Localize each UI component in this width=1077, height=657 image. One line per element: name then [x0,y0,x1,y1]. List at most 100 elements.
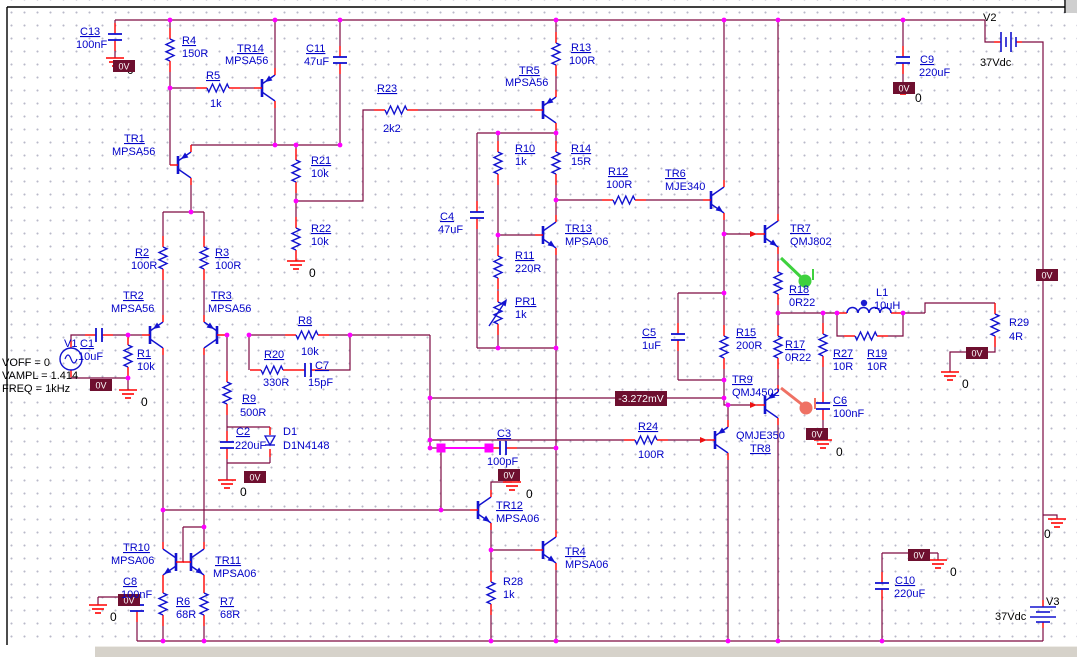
component-TR9[interactable] [757,385,779,425]
value-label[interactable]: 37Vdc [980,57,1012,69]
component-C1[interactable] [85,328,113,342]
refdes-label[interactable]: TR12 [496,500,523,512]
value-label[interactable]: MJE340 [665,181,705,193]
component-TR12[interactable] [470,490,492,530]
bias-voltage-box[interactable] [966,347,988,359]
value-label[interactable]: QMJ802 [790,236,832,248]
value-label[interactable]: QMJ4502 [732,387,780,399]
refdes-label[interactable]: R22 [311,223,331,235]
value-label[interactable]: MPSA06 [565,559,608,571]
component-TR2[interactable] [142,315,164,355]
value-label[interactable]: D1N4148 [283,440,329,452]
refdes-label[interactable]: TR13 [565,223,592,235]
value-label[interactable]: 100R [638,449,664,461]
refdes-label[interactable]: R23 [377,83,397,95]
value-label[interactable]: 220uF [919,67,950,79]
value-label[interactable]: MPSA56 [112,146,155,158]
value-label[interactable]: MPSA56 [208,303,251,315]
value-label[interactable]: 1k [503,589,515,601]
wire[interactable] [1043,514,1058,519]
refdes-label[interactable]: TR9 [732,374,753,386]
ground-symbol[interactable] [814,439,832,449]
component-V3[interactable] [1030,600,1056,628]
refdes-label[interactable]: R12 [608,166,628,178]
refdes-label[interactable]: C11 [306,43,325,55]
refdes-label[interactable]: R15 [736,327,756,339]
refdes-label[interactable]: C1 [80,338,94,350]
refdes-label[interactable]: C4 [440,211,454,223]
value-label[interactable]: MPSA06 [111,555,154,567]
value-label[interactable]: D1 [283,426,297,438]
refdes-label[interactable]: TR5 [519,65,540,77]
value-label[interactable]: 100R [606,179,632,191]
refdes-label[interactable]: TR1 [124,133,145,145]
value-label[interactable]: 10k [311,168,329,180]
value-label[interactable]: 2k2 [383,123,401,135]
value-label[interactable]: R28 [503,576,523,588]
refdes-label[interactable]: R10 [515,143,535,155]
refdes-label[interactable]: R2 [135,247,149,259]
refdes-label[interactable]: C9 [920,54,934,66]
value-label[interactable]: 4R [1009,331,1023,343]
value-label[interactable]: 500R [240,407,266,419]
value-label[interactable]: 100R [569,55,595,67]
value-label[interactable]: MPSA56 [111,303,154,315]
refdes-label[interactable]: R20 [264,349,284,361]
refdes-label[interactable]: C3 [497,428,511,440]
refdes-label[interactable]: C13 [80,26,100,38]
bias-voltage-box[interactable] [113,60,135,72]
component-TR13[interactable] [535,215,557,255]
value-label[interactable]: MPSA06 [565,236,608,248]
component-TR11[interactable] [183,542,205,582]
refdes-label[interactable]: R5 [206,70,220,82]
value-label[interactable]: FREQ = 1kHz [2,383,70,395]
value-label[interactable]: 100nF [833,408,864,420]
value-label[interactable]: 10R [833,361,853,373]
component-TR8[interactable] [707,420,729,460]
value-label[interactable]: 1uF [642,340,661,352]
value-label[interactable]: 330R [263,377,289,389]
bias-voltage-box[interactable] [1036,269,1058,281]
value-label[interactable]: 100R [215,260,241,272]
value-label[interactable]: 68R [220,609,240,621]
value-label[interactable]: MPSA06 [496,513,539,525]
refdes-label[interactable]: TR8 [750,443,771,455]
component-TR3[interactable] [203,315,225,355]
value-label[interactable]: 100pF [487,456,518,468]
refdes-label[interactable]: TR11 [215,555,241,567]
component-TR7[interactable] [757,214,779,254]
value-label[interactable]: 1k [515,156,527,168]
selection-handle[interactable] [484,443,494,453]
refdes-label[interactable]: C2 [236,426,250,438]
bias-voltage-box[interactable] [615,391,667,406]
ground-symbol[interactable] [218,479,236,489]
component-TR4[interactable] [535,530,557,570]
refdes-label[interactable]: R8 [298,315,312,327]
refdes-label[interactable]: TR2 [123,290,144,302]
ground-symbol[interactable] [941,371,959,381]
component-TR5[interactable] [535,90,557,130]
value-label[interactable]: 1k [515,309,527,321]
current-probe-tip[interactable] [799,401,813,415]
wire[interactable] [70,334,85,341]
bias-voltage-box[interactable] [908,549,930,561]
refdes-label[interactable]: TR6 [665,168,686,180]
selection-handle[interactable] [436,443,446,453]
component-C4[interactable] [470,201,484,229]
refdes-label[interactable]: R27 [833,348,853,360]
value-label[interactable]: 10uF [78,351,103,363]
wire[interactable] [924,302,995,313]
ground-symbol[interactable] [89,604,107,614]
component-C2[interactable] [220,431,234,459]
value-label[interactable]: 100nF [121,589,152,601]
refdes-label[interactable]: R18 [789,284,809,296]
refdes-label[interactable]: R24 [638,421,658,433]
wire[interactable] [322,335,351,371]
refdes-label[interactable]: PR1 [515,296,536,308]
component-V2[interactable] [994,32,1022,52]
value-label[interactable]: MPSA56 [225,55,268,67]
value-label[interactable]: VAMPL = 1.414 [2,370,78,382]
wire[interactable] [984,20,994,43]
refdes-label[interactable]: TR3 [211,290,232,302]
